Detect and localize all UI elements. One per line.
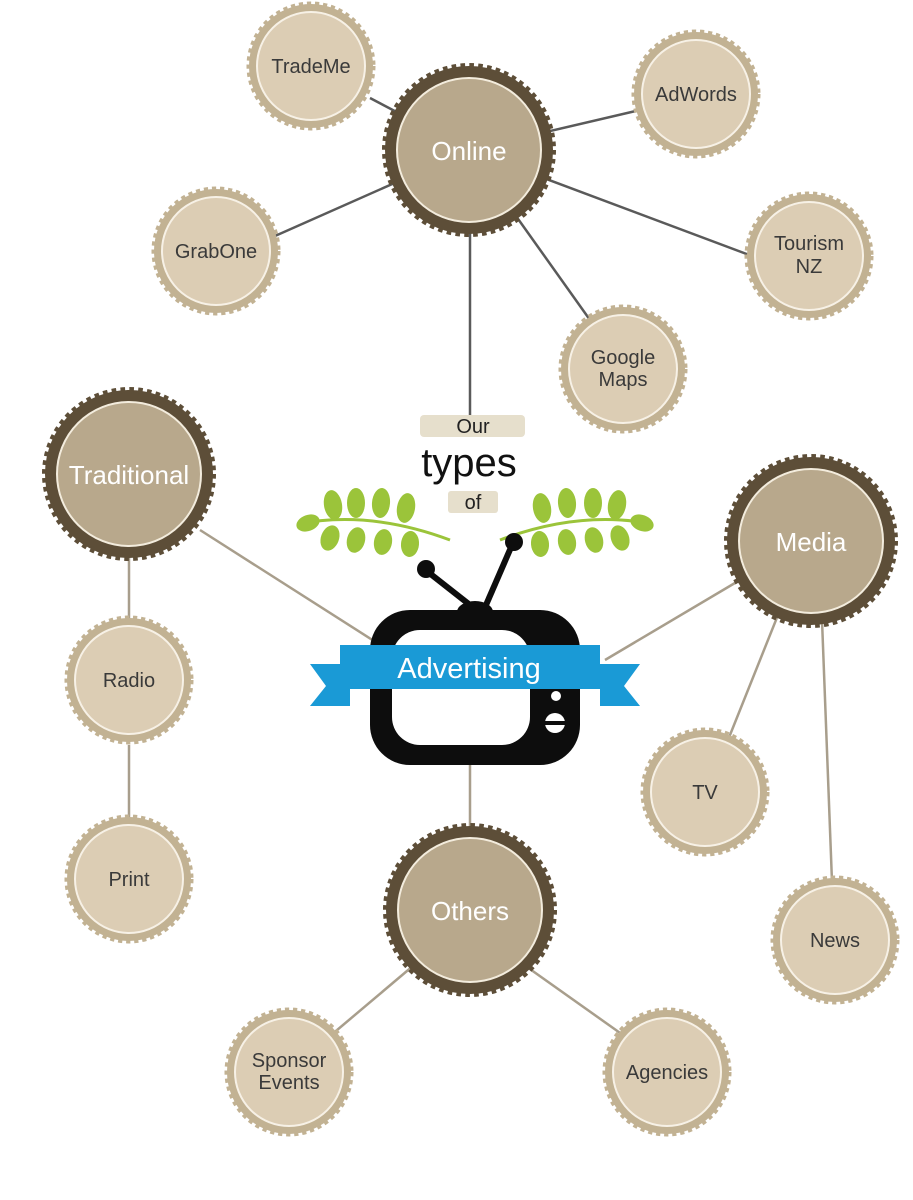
connector-media-tv — [604, 578, 741, 662]
leaf-sponsor-events: Sponsor Events — [224, 1007, 354, 1137]
laurel-left-icon — [296, 488, 451, 557]
connector-media-tvleaf — [726, 609, 782, 741]
leaf-label-grabone: GrabOne — [175, 241, 257, 263]
svg-text:Advertising: Advertising — [397, 653, 540, 685]
title-of: of — [465, 492, 482, 514]
svg-text:Sponsor: Sponsor — [252, 1050, 327, 1072]
leaf-label-tourism: Tourism — [774, 233, 844, 255]
leaf-adwords: AdWords — [631, 29, 761, 159]
svg-text:Our: Our — [456, 416, 490, 438]
svg-text:TradeMe: TradeMe — [271, 56, 350, 78]
svg-text:Events: Events — [258, 1072, 319, 1094]
svg-text:TV: TV — [692, 782, 718, 804]
leaf-label-events: Events — [258, 1072, 319, 1094]
leaf-label-print: Print — [108, 869, 150, 891]
leaf-label-adwords: AdWords — [655, 84, 737, 106]
leaf-label-news: News — [810, 930, 860, 952]
svg-text:types: types — [421, 441, 517, 485]
banner-label: Advertising — [397, 653, 540, 685]
leaf-label-tv: TV — [692, 782, 718, 804]
leaf-label-google: Google — [591, 347, 656, 369]
hub-online: Online — [382, 63, 556, 237]
title-our: Our — [456, 416, 490, 438]
svg-text:Agencies: Agencies — [626, 1062, 708, 1084]
svg-text:Radio: Radio — [103, 670, 155, 692]
hub-traditional: Traditional — [42, 387, 216, 561]
svg-text:GrabOne: GrabOne — [175, 241, 257, 263]
title-our-tag — [420, 415, 525, 437]
svg-text:News: News — [810, 930, 860, 952]
advertising-banner: Advertising — [310, 645, 640, 706]
svg-text:Maps: Maps — [599, 369, 648, 391]
hub-label-traditional: Traditional — [69, 460, 189, 490]
leaf-google-maps: Google Maps — [558, 304, 688, 434]
hub-others: Others — [383, 823, 557, 997]
hub-media: Media — [724, 454, 898, 628]
connector-others-sponsor — [329, 959, 421, 1037]
leaf-tourism-nz: Tourism NZ — [744, 191, 874, 321]
hub-label-others: Others — [431, 896, 509, 926]
leaf-print: Print — [64, 814, 194, 944]
leaf-news: News — [770, 875, 900, 1005]
svg-text:Print: Print — [108, 869, 150, 891]
laurel-right-icon — [499, 488, 654, 557]
connector-traditional-tv — [199, 528, 386, 650]
title-block: Our types of — [420, 415, 525, 514]
leaf-label-agencies: Agencies — [626, 1062, 708, 1084]
leaf-grabone: GrabOne — [151, 186, 281, 316]
leaf-label-radio: Radio — [103, 670, 155, 692]
leaf-label-maps: Maps — [599, 369, 648, 391]
leaf-agencies: Agencies — [602, 1007, 732, 1137]
leaf-tv: TV — [640, 727, 770, 857]
svg-text:Tourism: Tourism — [774, 233, 844, 255]
leaf-label-trademe: TradeMe — [271, 56, 350, 78]
svg-text:AdWords: AdWords — [655, 84, 737, 106]
svg-text:of: of — [465, 492, 482, 514]
title-of-tag — [448, 491, 498, 513]
leaf-radio: Radio — [64, 615, 194, 745]
leaf-label-sponsor: Sponsor — [252, 1050, 327, 1072]
leaf-label-nz: NZ — [796, 256, 823, 278]
hub-label-media: Media — [776, 527, 847, 557]
title-types: types — [421, 441, 517, 485]
hub-label-online: Online — [431, 136, 506, 166]
leaf-trademe: TradeMe — [246, 1, 376, 131]
connector-others-agencies — [519, 960, 631, 1042]
svg-text:NZ: NZ — [796, 256, 823, 278]
svg-text:Google: Google — [591, 347, 656, 369]
connector-media-news — [820, 619, 834, 883]
